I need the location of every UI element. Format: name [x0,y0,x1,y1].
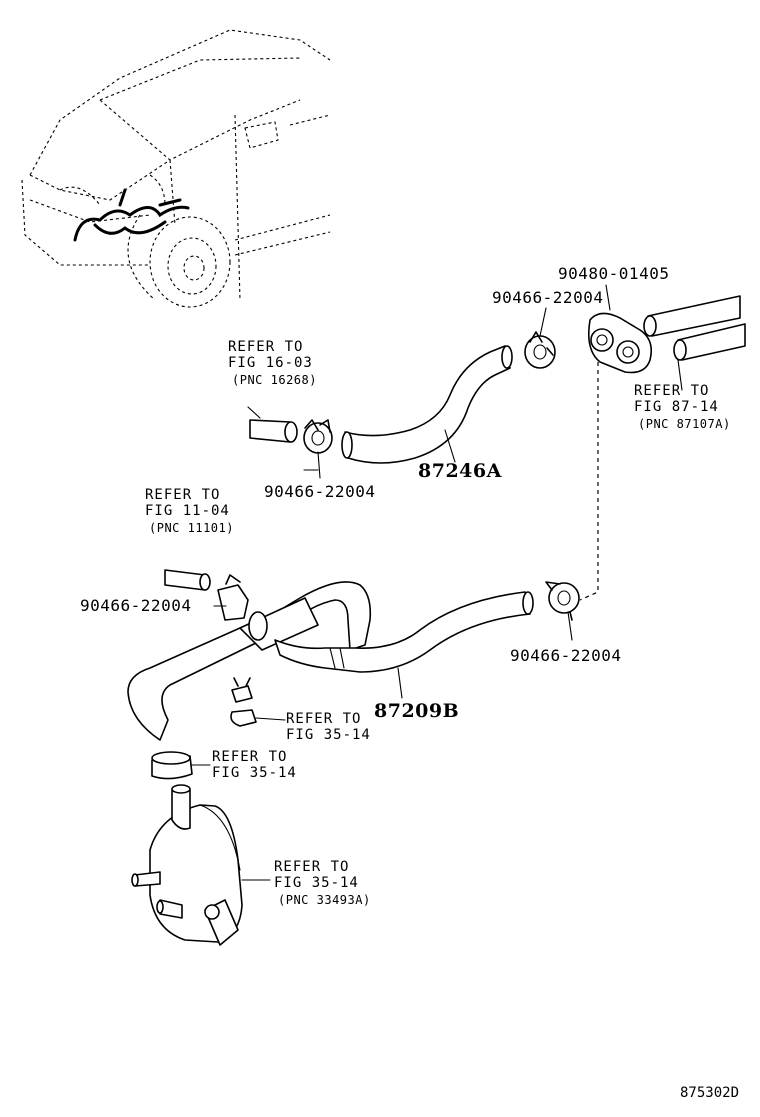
reference-line-2: FIG 16-03 [228,355,313,371]
dashed-connector [579,362,599,601]
reference-line-1: REFER TO [274,859,350,875]
reference-line-3: (PNC 16268) [232,373,317,387]
part-number-clamp-right: 90466-22004 [510,646,622,665]
upper-left-pipe [247,406,298,443]
clamp-left [213,574,249,621]
figure-id: 875302D [680,1085,740,1101]
lower-left-pipe [164,569,211,591]
lower-hose [127,581,534,741]
reference-line-2: FIG 11-04 [145,503,230,519]
band-clamp [151,751,211,780]
reference-line-2: FIG 35-14 [274,875,359,891]
clamp-upper-left [303,419,333,479]
reference-line-1: REFER TO [228,339,304,355]
clamp-top-right [524,307,556,369]
leader-lines [213,469,319,607]
reference-line-2: FIG 35-14 [212,765,297,781]
reference-line-3: (PNC 33493A) [278,893,371,907]
reference-line-1: REFER TO [212,749,288,765]
part-number-grommet: 90480-01405 [558,264,670,283]
part-number-clamp-top-right: 90466-22004 [492,288,604,307]
clip-small-upper [230,677,286,727]
cooler-tank [131,784,271,946]
vehicle-outline [21,29,331,308]
part-number-hose-lower: 87209B [374,700,460,722]
reference-line-3: (PNC 11101) [149,521,234,535]
grommet-assembly [587,284,746,391]
part-number-clamp-upper-left: 90466-22004 [264,482,376,501]
reference-line-1: REFER TO [286,711,362,727]
upper-hose [341,345,513,464]
reference-line-2: FIG 87-14 [634,399,719,415]
part-number-hose-upper: 87246A [418,460,502,482]
reference-line-1: REFER TO [634,383,710,399]
reference-line-3: (PNC 87107A) [638,417,731,431]
reference-line-2: FIG 35-14 [286,727,371,743]
part-number-clamp-left: 90466-22004 [80,596,192,615]
reference-line-1: REFER TO [145,487,221,503]
clamp-right [545,581,580,641]
